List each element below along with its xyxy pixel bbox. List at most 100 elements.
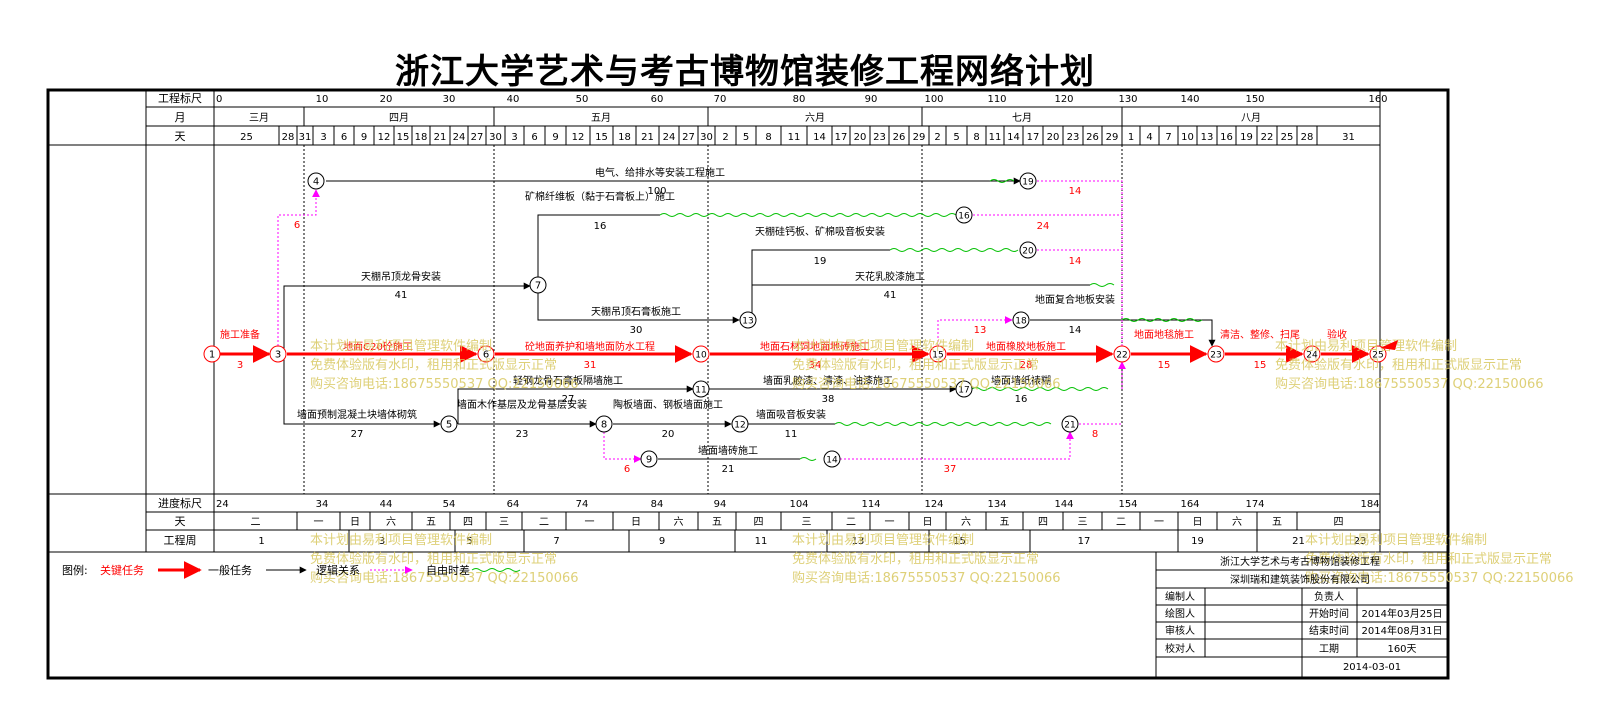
svg-text:7: 7 (535, 281, 541, 292)
day-label: 26 (893, 132, 906, 143)
weekday-label: 四 (463, 517, 473, 528)
day-label: 5 (953, 132, 959, 143)
svg-text:免费体验版有水印，租用和正式版显示正常: 免费体验版有水印，租用和正式版显示正常 (310, 357, 557, 373)
node-15: 15 (929, 345, 947, 363)
scale-tick: 0 (216, 94, 222, 105)
arrow-18-23 (1030, 319, 1216, 347)
task-7-name: 清洁、整修、扫尾 (1220, 328, 1300, 341)
progress-tick: 174 (1245, 499, 1264, 510)
task-16-name: 轻钢龙骨石膏板隔墙施工 (513, 374, 623, 387)
task-10-duration: 16 (594, 221, 607, 232)
week-label: 5 (466, 536, 472, 547)
task-11-name: 天棚吊顶龙骨安装 (361, 270, 441, 283)
task-7-duration: 15 (1254, 360, 1267, 371)
arrow-3-7 (283, 282, 531, 354)
scale-tick: 30 (443, 94, 456, 105)
progress-tick: 84 (651, 499, 664, 510)
day-label: 1 (1128, 132, 1134, 143)
task-21-duration: 20 (662, 429, 675, 440)
legend-free-float: 自由时差 (426, 563, 470, 577)
svg-text:编制人: 编制人 (1165, 590, 1195, 603)
weekday-label: 一 (314, 517, 324, 528)
svg-text:购买咨询电话:18675550537 QQ:22150066: 购买咨询电话:18675550537 QQ:22150066 (310, 376, 579, 392)
day-label: 9 (552, 132, 558, 143)
svg-text:14: 14 (1069, 256, 1082, 267)
legend-label: 图例: (62, 563, 88, 577)
svg-text:13: 13 (742, 317, 753, 327)
task-10-name: 矿棉纤维板（黏于石膏板上）施工 (525, 190, 675, 203)
node-19: 19 (1019, 172, 1037, 190)
svg-text:20: 20 (1022, 247, 1034, 257)
weekday-label: 四 (1334, 517, 1344, 528)
svg-text:6: 6 (483, 350, 489, 361)
day-label: 8 (973, 132, 979, 143)
day-label: 22 (1261, 132, 1274, 143)
day-label: 31 (299, 132, 312, 143)
month-label: 六月 (805, 112, 825, 124)
weekday-label: 六 (1232, 516, 1242, 528)
scale-tick: 120 (1054, 94, 1073, 105)
svg-text:购买咨询电话:18675550537 QQ:22150066: 购买咨询电话:18675550537 QQ:22150066 (1305, 570, 1574, 586)
scale-tick: 60 (651, 94, 664, 105)
node-20: 20 (1019, 241, 1037, 259)
day-label: 3 (320, 132, 326, 143)
svg-text:19: 19 (1022, 178, 1034, 188)
day-label: 18 (415, 132, 428, 143)
month-label: 月 (175, 111, 186, 124)
day-label: 16 (1220, 132, 1233, 143)
scale-tick: 50 (576, 94, 589, 105)
node-1: 1 (203, 345, 221, 363)
watermarks: 本计划由易利项目管理软件编制 免费体验版有水印，租用和正式版显示正常 购买咨询电… (310, 339, 1574, 586)
day-label: 8 (765, 132, 771, 143)
node-8: 8 (595, 415, 613, 433)
svg-text:免费体验版有水印，租用和正式版显示正常: 免费体验版有水印，租用和正式版显示正常 (792, 357, 1039, 373)
scale-tick: 10 (316, 94, 329, 105)
svg-text:160天: 160天 (1387, 644, 1416, 655)
month-label: 四月 (389, 112, 409, 124)
task-3-duration: 31 (584, 360, 597, 371)
day-label: 19 (1240, 132, 1253, 143)
day-label: 18 (618, 132, 631, 143)
day-label: 24 (453, 132, 466, 143)
task-1-duration: 3 (237, 360, 243, 371)
task-23-duration: 21 (722, 464, 735, 475)
svg-text:2014年03月25日: 2014年03月25日 (1362, 607, 1443, 620)
svg-text:免费体验版有水印，租用和正式版显示正常: 免费体验版有水印，租用和正式版显示正常 (1305, 551, 1552, 567)
weekday-label: 日 (350, 517, 360, 528)
task-5-duration: 28 (1020, 360, 1033, 371)
legend: 图例: 关键任务 一般任务 逻辑关系 自由时差 (62, 561, 521, 579)
day-label: 14 (813, 132, 826, 143)
svg-text:3: 3 (275, 350, 281, 361)
progress-tick: 64 (507, 499, 520, 510)
svg-text:本计划由易利项目管理软件编制: 本计划由易利项目管理软件编制 (1275, 339, 1457, 354)
svg-text:绘图人: 绘图人 (1165, 607, 1195, 620)
svg-text:24: 24 (1037, 221, 1050, 232)
svg-text:校对人: 校对人 (1165, 642, 1195, 655)
task-4-name: 地面石材饲地面地砖施工 (760, 340, 870, 353)
weekday-label: 五 (1272, 517, 1282, 528)
node-13: 13 (739, 311, 757, 329)
progress-tick: 124 (924, 499, 943, 510)
logic-links (277, 180, 1126, 463)
svg-text:本计划由易利项目管理软件编制: 本计划由易利项目管理软件编制 (792, 533, 974, 548)
svg-text:6: 6 (624, 464, 630, 475)
weekday-label: 六 (674, 516, 684, 528)
weekday-label: 一 (585, 517, 595, 528)
task-20-duration: 23 (516, 429, 529, 440)
legend-critical: 关键任务 (100, 563, 144, 577)
day-label: 25 (240, 132, 253, 143)
svg-text:8: 8 (601, 420, 607, 431)
svg-text:23: 23 (1210, 351, 1221, 361)
svg-text:本计划由易利项目管理软件编制: 本计划由易利项目管理软件编制 (792, 339, 974, 354)
legend-logic: 逻辑关系 (316, 563, 360, 577)
day-label: 28 (282, 132, 295, 143)
weekday-label: 六 (386, 516, 396, 528)
svg-text:13: 13 (974, 325, 987, 336)
day-label: 3 (511, 132, 517, 143)
svg-text:1: 1 (209, 350, 215, 361)
progress-tick: 34 (316, 499, 329, 510)
day-label: 7 (1165, 132, 1171, 143)
progress-tick: 104 (789, 499, 808, 510)
svg-text:开始时间: 开始时间 (1309, 607, 1349, 620)
task-15-duration: 14 (1069, 325, 1082, 336)
